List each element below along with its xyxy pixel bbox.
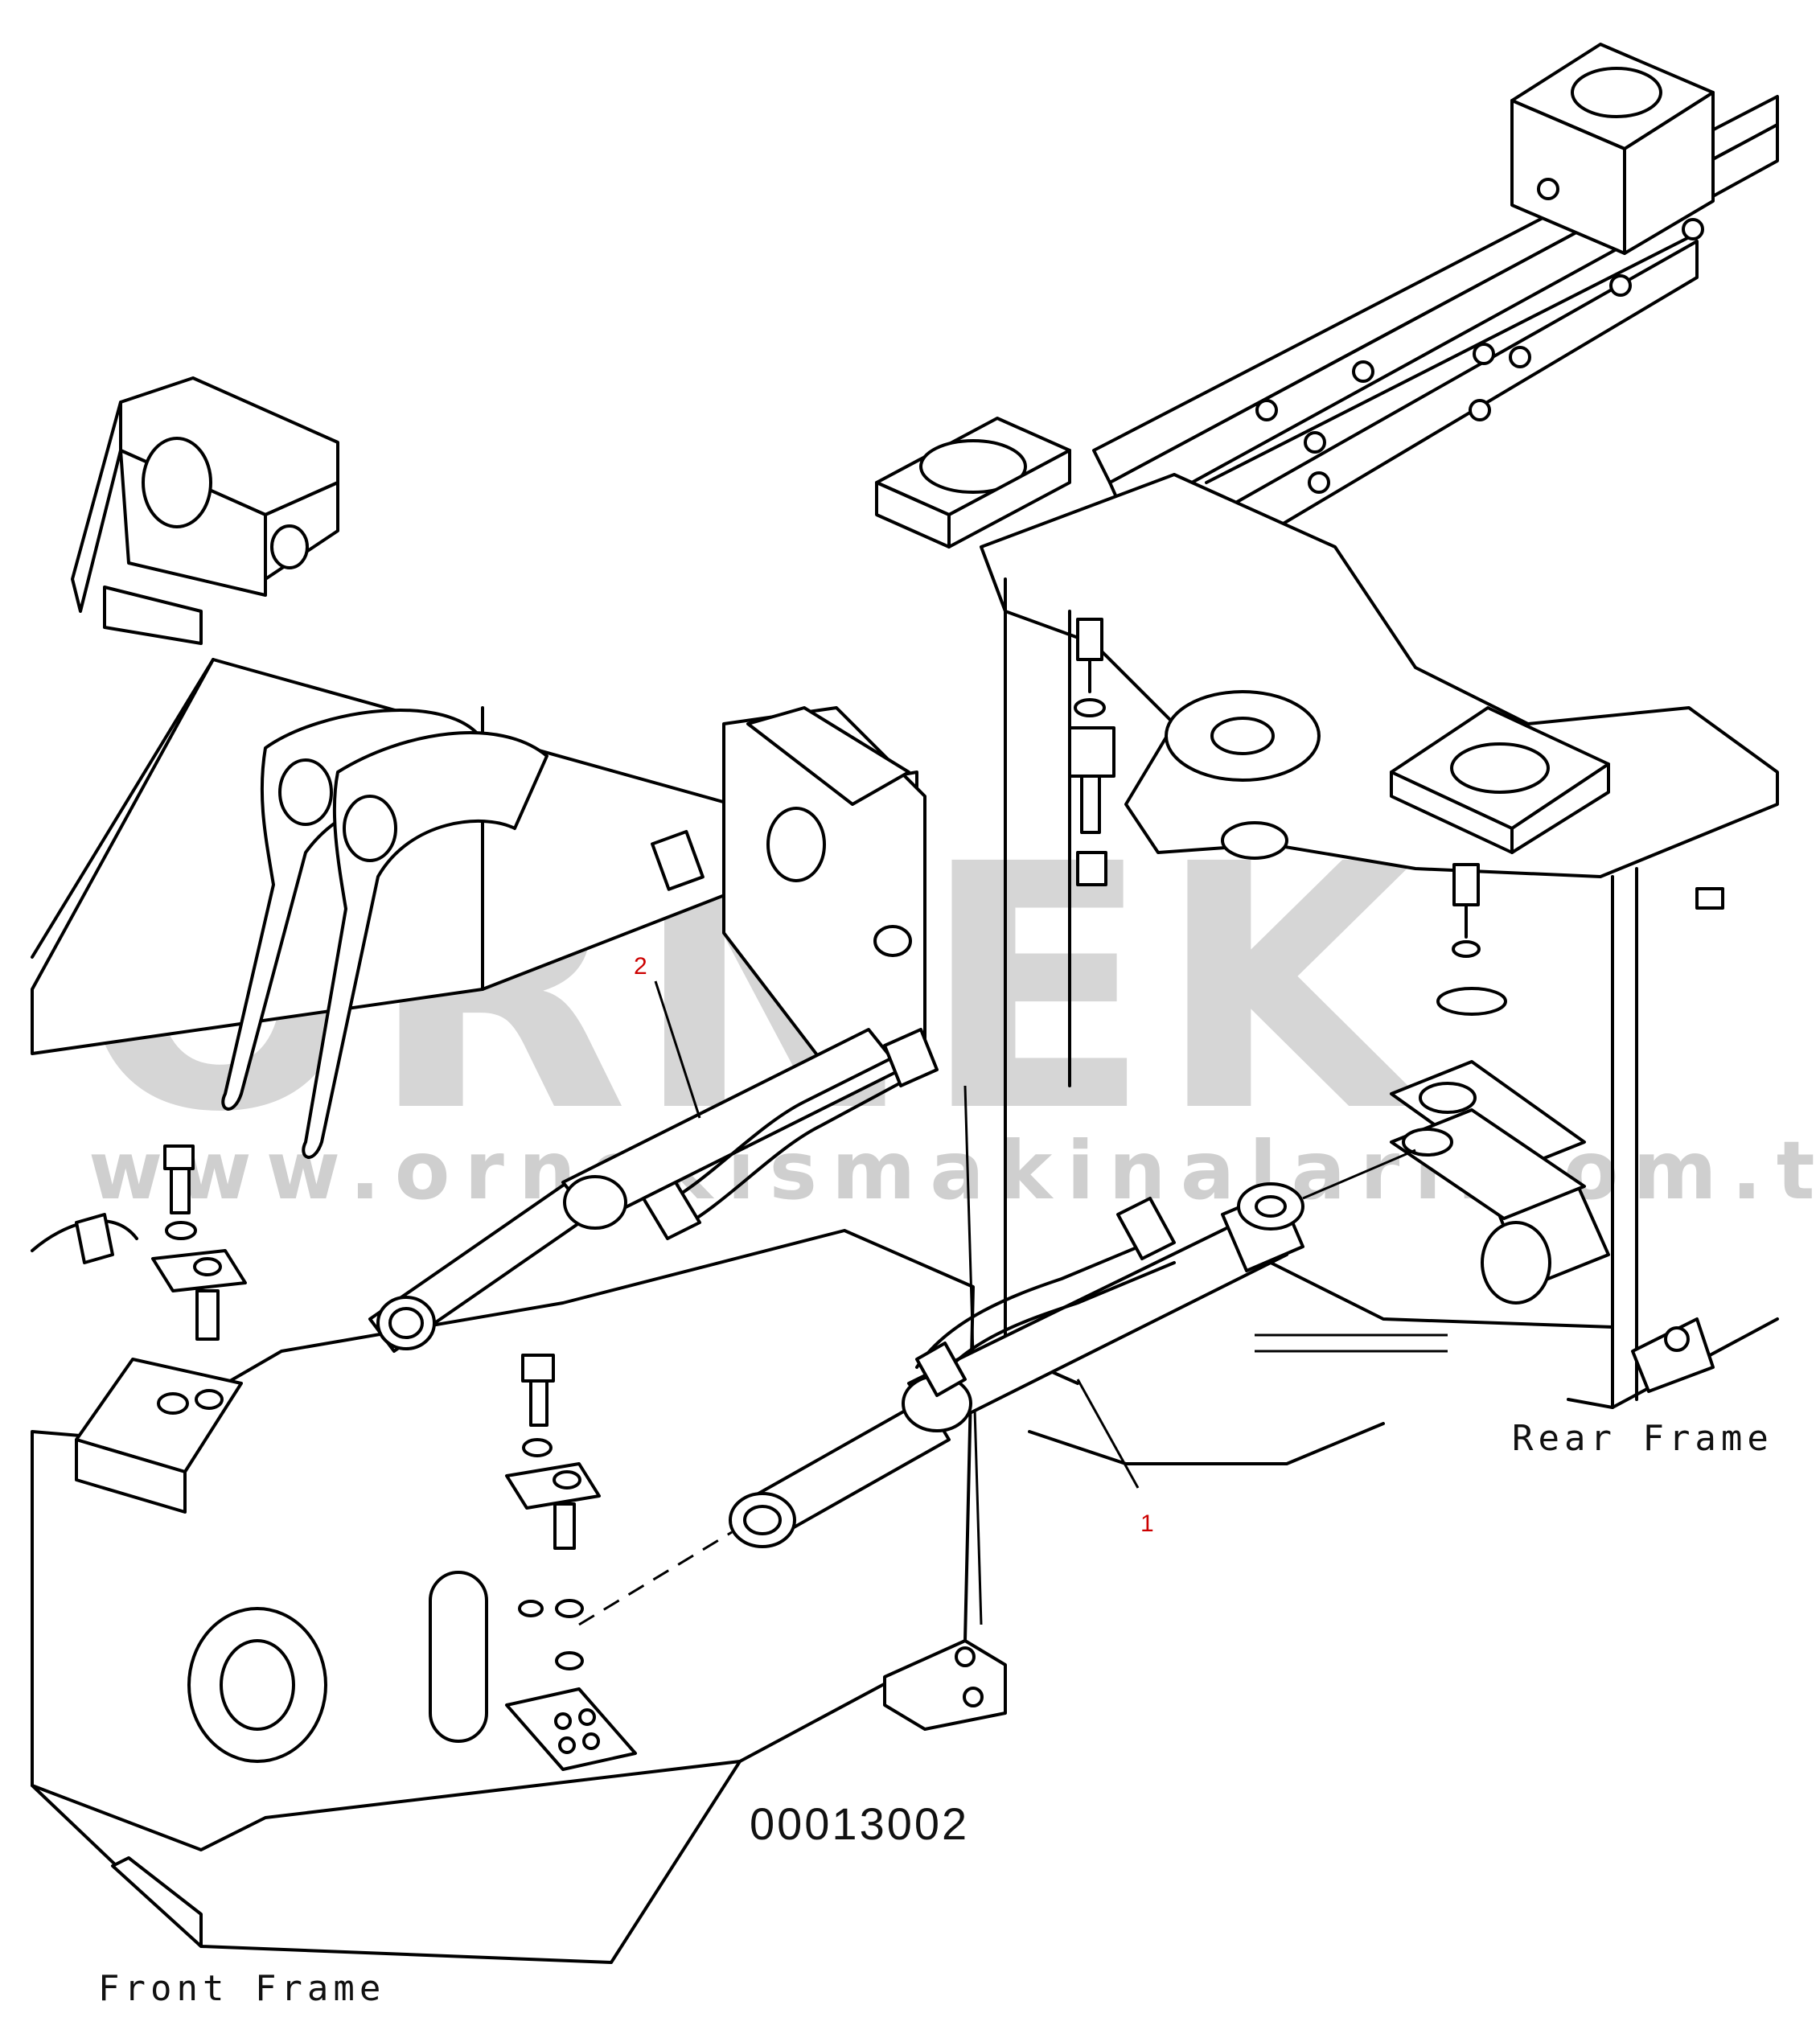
front-frame-drawing <box>31 376 1007 1964</box>
bolt-row <box>1255 178 1704 494</box>
steering-cylinder-upper <box>368 1028 939 1353</box>
callout-1[interactable]: 1 <box>1140 1510 1154 1537</box>
callout-2-leader <box>654 980 701 1119</box>
callout-2[interactable]: 2 <box>634 953 647 980</box>
steering-cylinder-lower <box>729 1148 1416 1548</box>
rear-frame-drawing <box>875 43 1779 1465</box>
drawing-number: 00013002 <box>750 1798 969 1849</box>
front-frame-label: Front Frame <box>98 1968 385 2009</box>
pin-centerline <box>578 1531 733 1626</box>
callout-1-leader <box>1076 1379 1140 1489</box>
rear-frame-label: Rear Frame <box>1512 1418 1773 1459</box>
